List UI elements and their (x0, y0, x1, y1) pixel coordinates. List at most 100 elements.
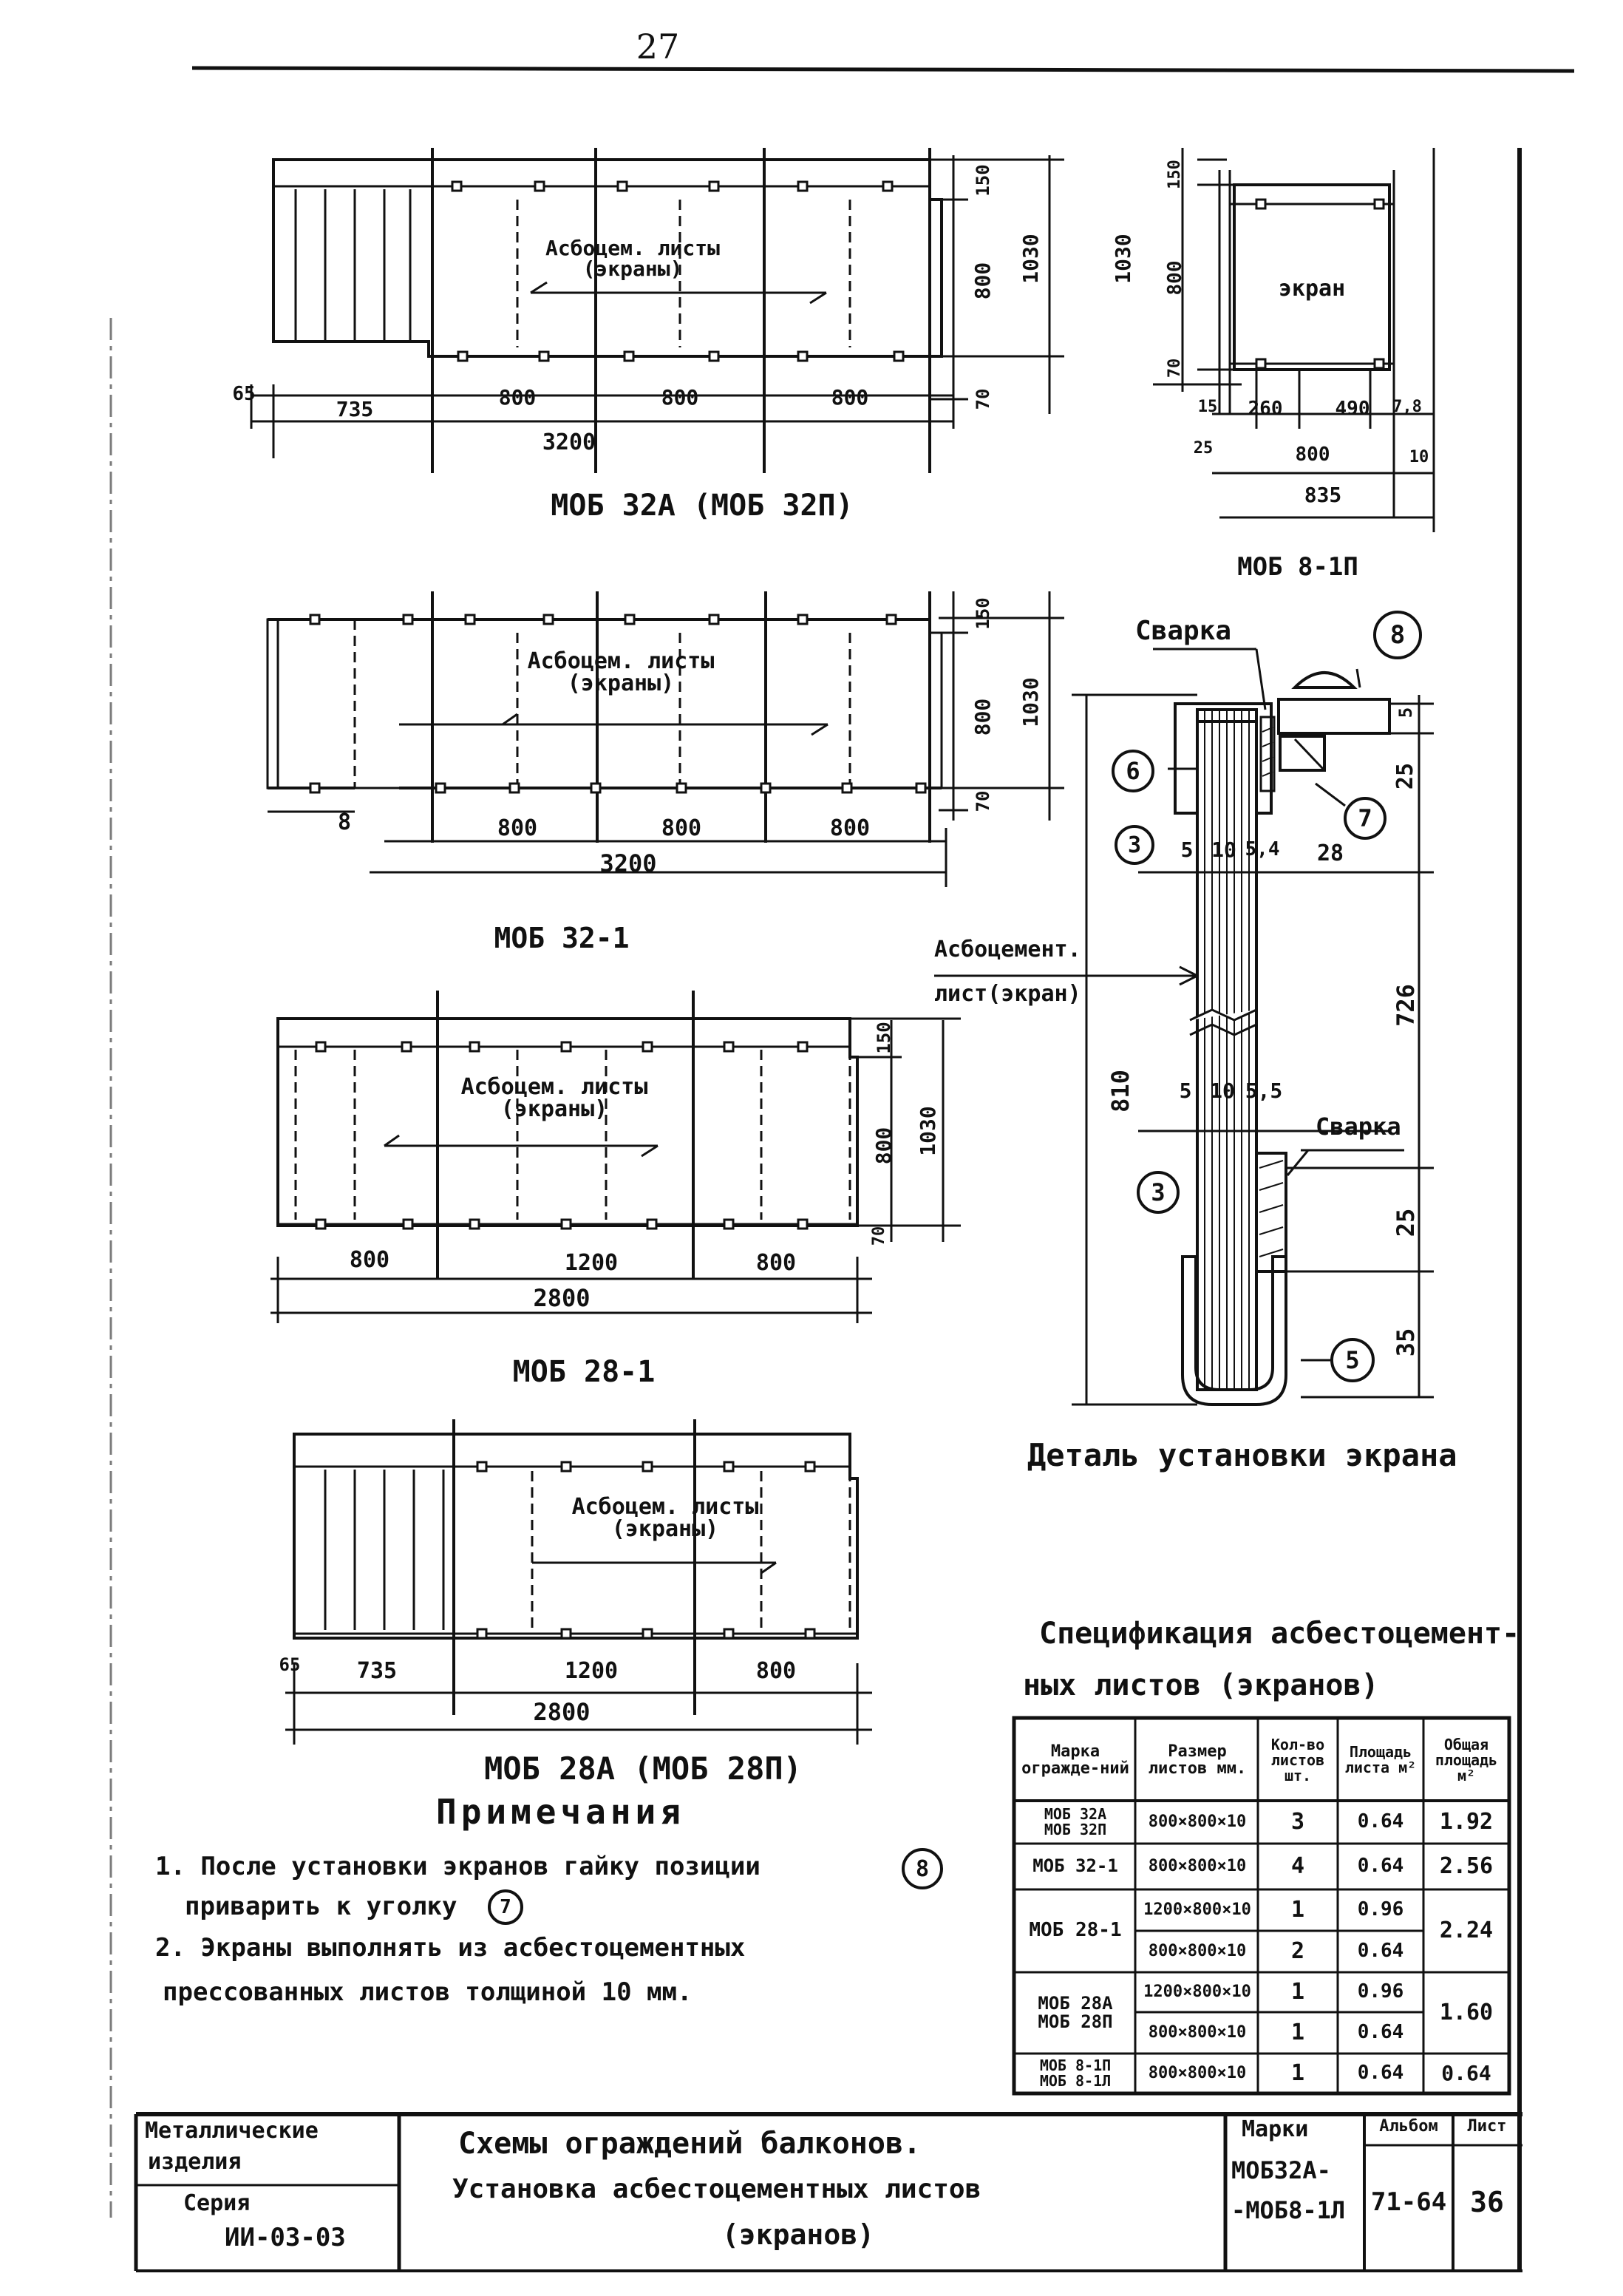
spec-cell-size: 800×800×10 (1148, 2064, 1247, 2083)
stamp-series: Серия (183, 2190, 251, 2216)
spec-cell-mark: МОБ 28-1 (1029, 1919, 1122, 1942)
panel-mob8 (1153, 148, 1435, 532)
position-marker: 7 (488, 1889, 523, 1925)
stamp-series: ИИ-03-03 (225, 2223, 346, 2252)
spec-cell-count: 1 (1290, 2060, 1305, 2087)
stamp-album: 71-64 (1370, 2187, 1447, 2217)
position-marker: 3 (1137, 1171, 1180, 1214)
stamp-marks: МОБ32А- (1231, 2156, 1331, 2184)
dim-value: 1200 (564, 1250, 619, 1276)
dim-value: 7,8 (1392, 398, 1422, 416)
stamp-sheet: 36 (1470, 2186, 1504, 2218)
dim-value: 800 (755, 1658, 797, 1684)
dim-value: 800 (970, 698, 995, 736)
detail-drawing (934, 648, 1434, 1406)
spec-cell-size: 1200×800×10 (1143, 1983, 1251, 2002)
spec-cell-mark: МОБ 28А МОБ 28П (1038, 1992, 1113, 2032)
dim-value: 490 (1335, 398, 1370, 420)
panel-title: МОБ 32-1 (494, 922, 630, 954)
dim-value: 5,5 (1245, 1079, 1283, 1103)
spec-cell-area: 0.96 (1357, 1980, 1404, 2003)
dim-value: 800 (1164, 260, 1186, 296)
dim-value: 25 (1193, 439, 1214, 458)
dim-total: 835 (1304, 483, 1342, 507)
dim-value: 800 (349, 1247, 390, 1273)
spec-cell-mark: МОБ 32-1 (1032, 1855, 1118, 1877)
dim-value: 65 (232, 383, 256, 405)
dim-value: 800 (755, 1250, 797, 1276)
note-line: 2. Экраны выполнять из асбестоцементных (155, 1933, 746, 1963)
panel-title: МОБ 28А (МОБ 28П) (484, 1750, 802, 1787)
stamp-album-header: Альбом (1379, 2117, 1438, 2136)
dim-value: 70 (1166, 358, 1184, 378)
spec-cell-area: 0.64 (1357, 2021, 1404, 2044)
spec-cell-count: 3 (1290, 1809, 1305, 1835)
position-marker: 5 (1330, 1338, 1375, 1382)
dim-value: 5 (1395, 707, 1416, 719)
panel-mob281 (270, 991, 961, 1323)
panel-label: Асбоцем. листы (экраны) (527, 648, 715, 696)
title-block-grid (134, 2112, 1522, 2272)
dim-value: 15 (1197, 398, 1218, 416)
dim-value: 800 (1295, 444, 1330, 466)
dim-value: 5 (1180, 838, 1194, 862)
dim-value: 1200 (564, 1658, 619, 1684)
dim-value: 800 (829, 815, 871, 841)
spec-cell-area: 0.96 (1357, 1898, 1404, 1921)
stamp-org: изделия (148, 2149, 242, 2175)
spec-header: Размер листов мм. (1148, 1742, 1247, 1778)
dim-value: 150 (1166, 160, 1184, 189)
panel-mob28a (285, 1419, 872, 1745)
spec-cell-total: 1.92 (1439, 1809, 1494, 1835)
weld-label: Сварка (1135, 616, 1232, 646)
dim-total: 3200 (599, 849, 657, 877)
stamp-title: Схемы ограждений балконов. (458, 2127, 922, 2161)
dim-value: 10 (1211, 838, 1236, 862)
spec-cell-area: 0.64 (1357, 1940, 1404, 1963)
dim-value: 70 (973, 790, 993, 812)
sheet-label: Асбоцемент. (934, 937, 1081, 962)
stamp-marks-header: Марки (1242, 2116, 1309, 2142)
position-marker: 8 (1373, 611, 1422, 659)
dim-value: 1030 (1111, 234, 1135, 284)
dim-value: 800 (497, 815, 538, 841)
position-marker: 8 (902, 1848, 943, 1889)
dim-value: 260 (1248, 398, 1283, 420)
dim-value: 25 (1392, 762, 1418, 790)
dim-value: 800 (831, 385, 869, 410)
dim-value: 10 (1210, 1079, 1235, 1103)
spec-cell-size: 800×800×10 (1148, 2023, 1247, 2042)
spec-cell-count: 1 (1290, 1897, 1305, 1923)
spec-cell-total: 0.64 (1441, 2061, 1491, 2086)
panel-label: Асбоцем. листы (экраны) (571, 1494, 759, 1542)
stamp-marks: -МОБ8-1Л (1231, 2196, 1346, 2224)
spec-cell-size: 800×800×10 (1148, 1942, 1247, 1961)
dim-value: 1030 (1018, 234, 1043, 284)
note-line: 1. После установки экранов гайку позиции (155, 1852, 761, 1881)
spec-title: ных листов (экранов) (1023, 1668, 1379, 1702)
spec-header: Общая площадь м² (1435, 1735, 1498, 1784)
dim-value: 800 (661, 385, 699, 410)
position-marker: 7 (1344, 797, 1386, 840)
dim-total: 2800 (533, 1284, 591, 1312)
dim-value: 10 (1409, 448, 1429, 466)
detail-title: Деталь установки экрана (1027, 1437, 1457, 1473)
panel-title: МОБ 28-1 (512, 1355, 656, 1389)
dim-total: 3200 (542, 429, 596, 455)
dim-value: 65 (279, 1654, 301, 1675)
spec-cell-area: 0.64 (1357, 1810, 1404, 1833)
spec-cell-count: 1 (1290, 2020, 1305, 2046)
spec-cell-count: 2 (1290, 1938, 1305, 1965)
panel-title: МОБ 32А (МОБ 32П) (551, 489, 854, 523)
panel-label: Асбоцем. листы (экраны) (545, 236, 720, 281)
spec-cell-area: 0.64 (1357, 1855, 1404, 1878)
dim-value: 150 (874, 1022, 894, 1054)
spec-cell-size: 1200×800×10 (1143, 1901, 1251, 1920)
page-number: 27 (636, 27, 680, 67)
dim-value: 25 (1392, 1208, 1420, 1237)
spec-cell-total: 2.56 (1439, 1853, 1494, 1880)
dim-total: 2800 (533, 1698, 591, 1726)
spec-cell-mark: МОБ 32А МОБ 32П (1044, 1805, 1107, 1838)
stamp-title: Установка асбестоцементных листов (452, 2174, 981, 2204)
spec-cell-total: 2.24 (1439, 1918, 1494, 1944)
